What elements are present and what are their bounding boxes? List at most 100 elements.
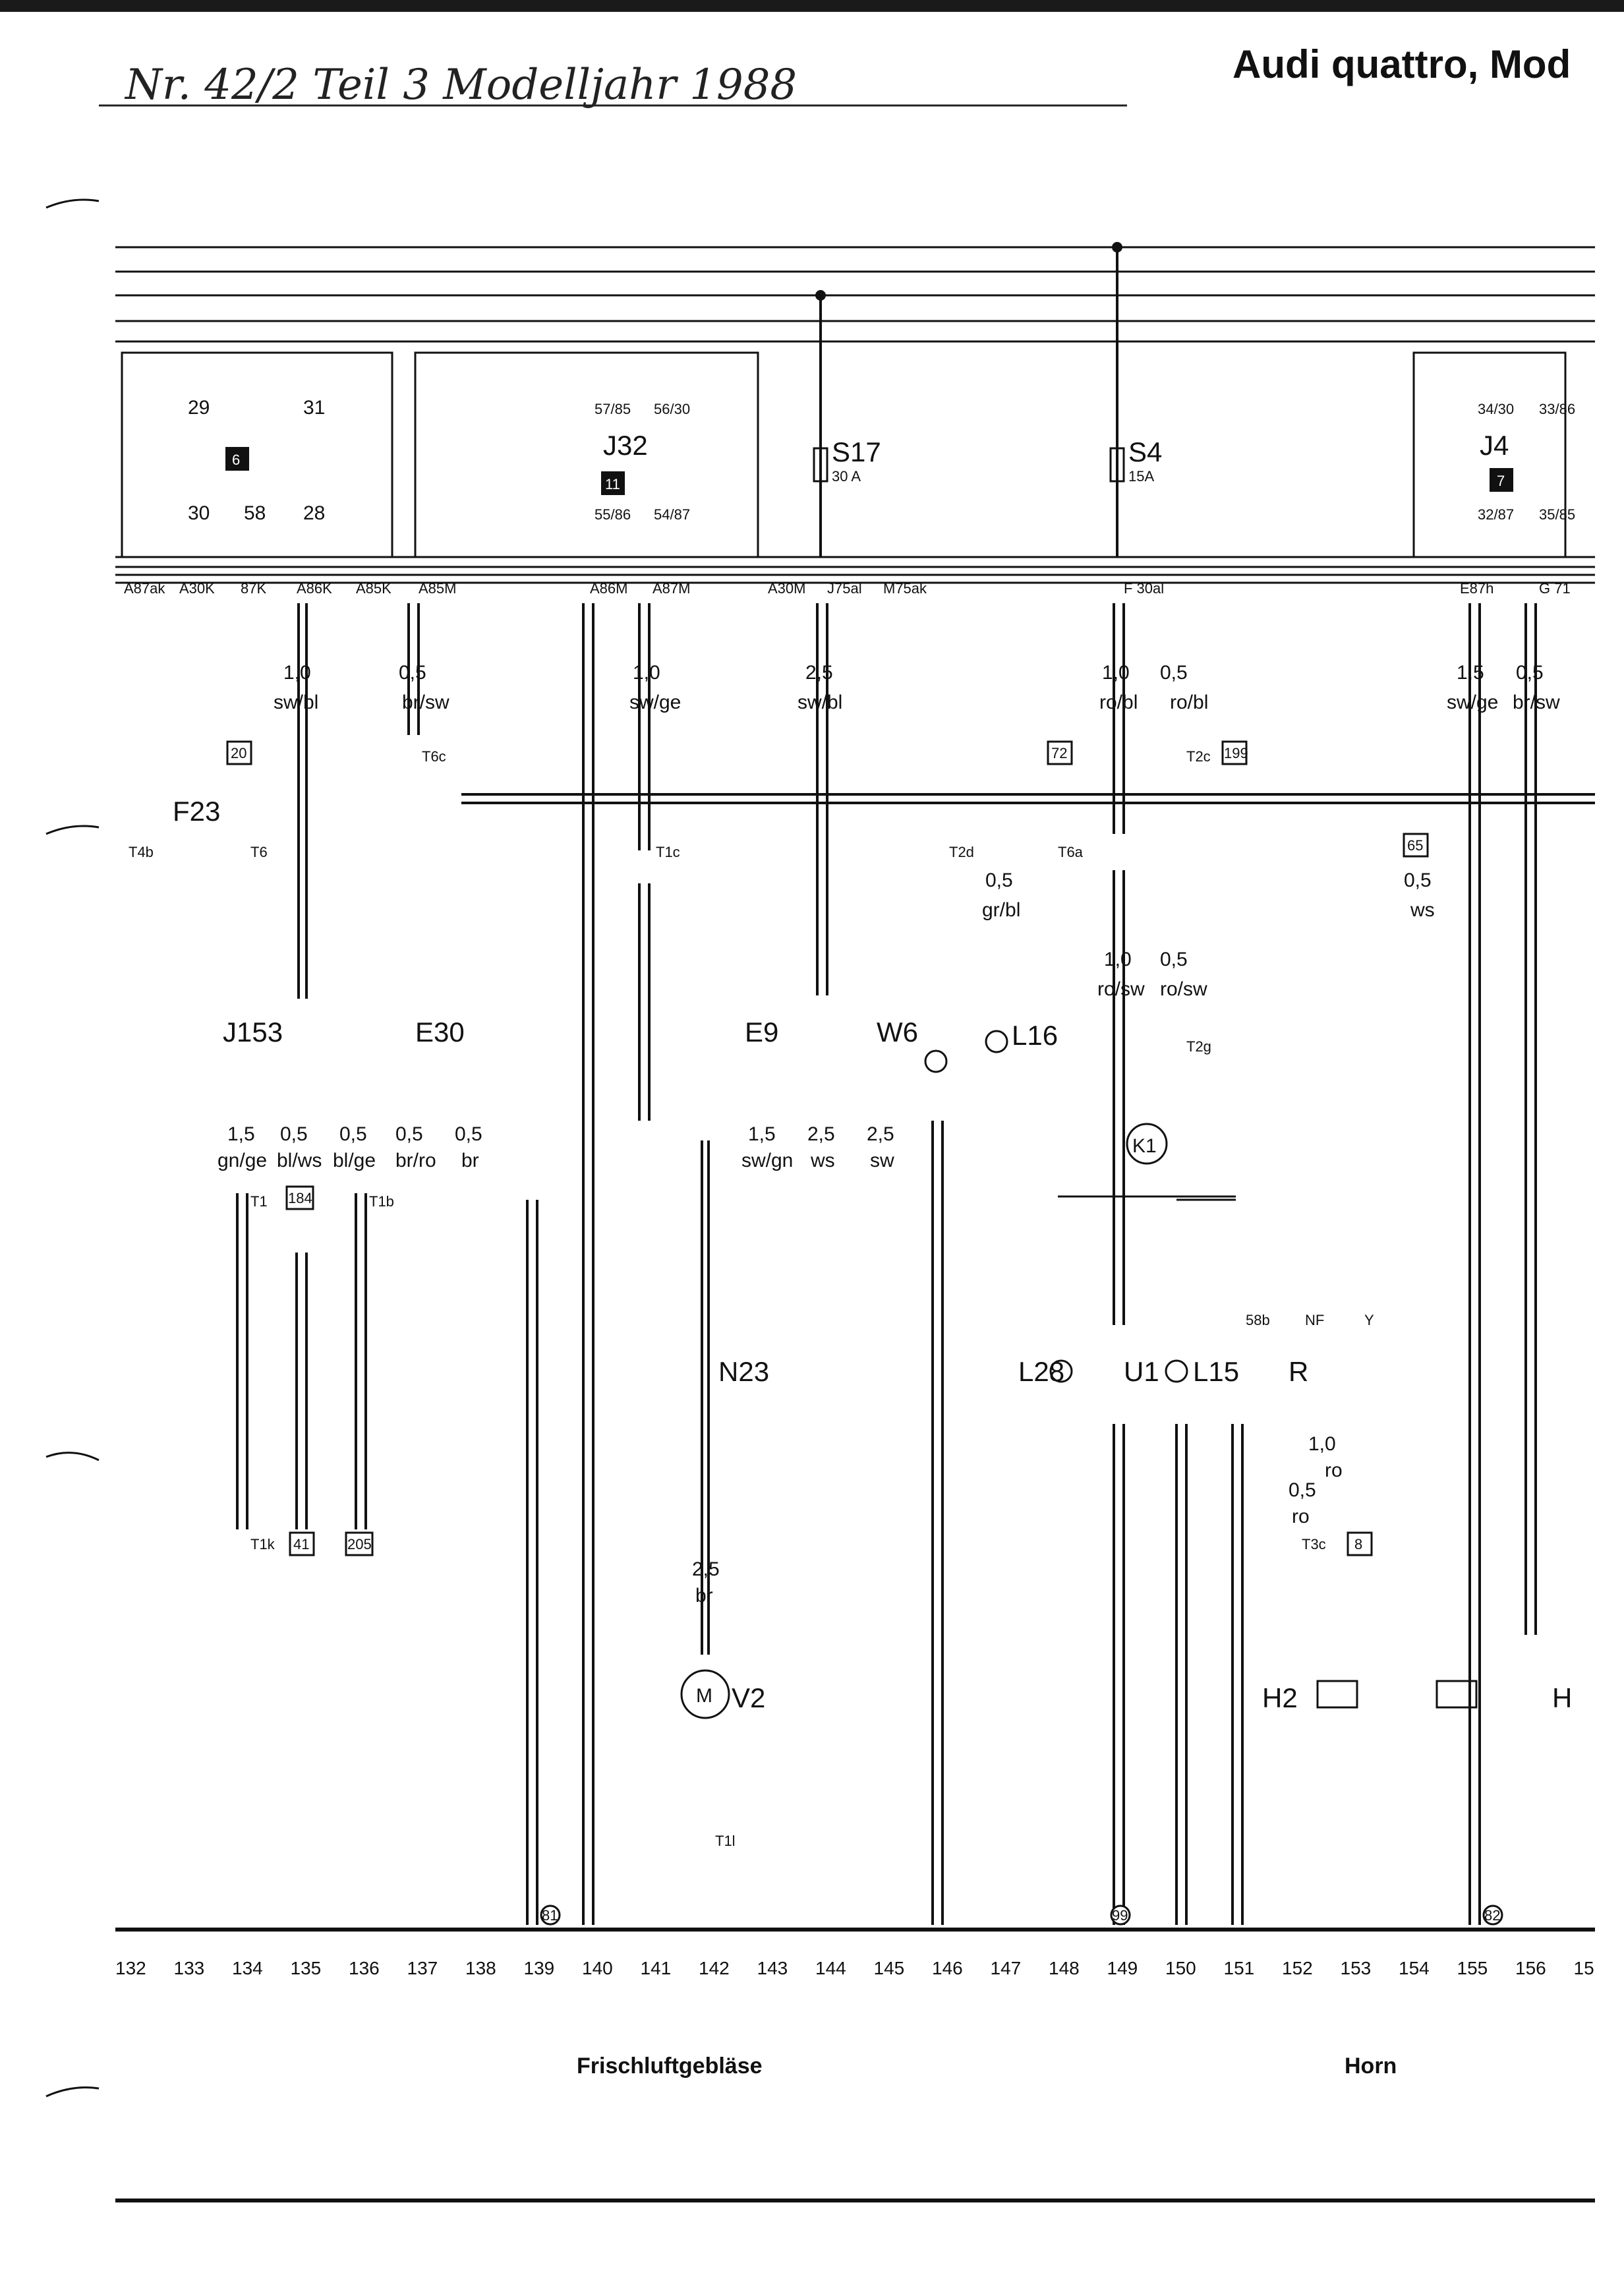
svg-text:99: 99 <box>1112 1907 1128 1924</box>
ref-box-6 <box>225 447 249 471</box>
column-number: 151 <box>1224 1958 1255 1978</box>
ref-184: 184 <box>288 1190 312 1206</box>
svg-text:2,5: 2,5 <box>807 1123 835 1145</box>
section-horn: Horn <box>1345 2053 1397 2079</box>
svg-text:0,5: 0,5 <box>1516 662 1544 684</box>
pin-32-87: 32/87 <box>1478 506 1514 523</box>
connector-labels: T6c T4b T6 T1c T2d T6a T2c T2g T1 T1b T1… <box>129 748 1326 1849</box>
svg-text:F 30al: F 30al <box>1124 580 1164 597</box>
column-number: 142 <box>699 1958 730 1978</box>
svg-text:sw/bl: sw/bl <box>274 692 318 713</box>
column-number: 154 <box>1399 1958 1430 1978</box>
svg-text:2,5: 2,5 <box>867 1123 894 1145</box>
svg-text:1,0: 1,0 <box>1104 949 1132 970</box>
ref-205: 205 <box>347 1536 372 1552</box>
pin-58: 58 <box>244 502 266 524</box>
label-J153: J153 <box>223 1017 283 1048</box>
label-W6: W6 <box>877 1017 918 1048</box>
svg-text:T1b: T1b <box>369 1193 394 1210</box>
svg-text:6: 6 <box>232 452 240 468</box>
terminal-labels: A87ak A30K 87K A86K A85K A85M A86M A87M … <box>124 580 1571 597</box>
svg-text:NF: NF <box>1305 1312 1324 1328</box>
svg-text:br: br <box>695 1585 713 1607</box>
svg-text:M: M <box>696 1685 712 1707</box>
column-number: 143 <box>757 1958 788 1978</box>
ref-8: 8 <box>1354 1536 1362 1552</box>
svg-text:82: 82 <box>1484 1907 1500 1924</box>
section-frischluftgeblaese: Frischluftgebläse <box>577 2053 763 2079</box>
handwritten-note: Nr. 42/2 Teil 3 Modelljahr 1988 <box>124 61 797 109</box>
column-number: 139 <box>524 1958 555 1978</box>
ref-65: 65 <box>1407 837 1423 854</box>
pin-34-30: 34/30 <box>1478 401 1514 417</box>
svg-text:T2g: T2g <box>1186 1038 1211 1055</box>
svg-text:E87h: E87h <box>1460 580 1494 597</box>
column-number: 153 <box>1341 1958 1372 1978</box>
svg-text:T1l: T1l <box>715 1833 736 1849</box>
lamp-L15 <box>1165 1359 1188 1383</box>
svg-text:1,0: 1,0 <box>633 662 660 684</box>
pin-35-85: 35/85 <box>1539 506 1575 523</box>
svg-text:bl/ws: bl/ws <box>277 1150 322 1171</box>
pin-55-86: 55/86 <box>594 506 631 523</box>
label-L15: L15 <box>1193 1356 1239 1387</box>
svg-text:T2d: T2d <box>949 844 974 860</box>
ref-20: 20 <box>231 745 246 761</box>
svg-text:58b: 58b <box>1246 1312 1270 1328</box>
relay-J4: J4 <box>1480 430 1509 461</box>
svg-text:T4b: T4b <box>129 844 154 860</box>
column-number: 137 <box>407 1958 438 1978</box>
ground-refs: 81 99 82 <box>540 1904 1503 1926</box>
svg-text:0,5: 0,5 <box>455 1123 482 1145</box>
label-V2: V2 <box>732 1682 765 1713</box>
label-F23: F23 <box>173 796 220 827</box>
svg-text:sw/bl: sw/bl <box>798 692 842 713</box>
label-H: H <box>1552 1682 1572 1713</box>
svg-text:0,5: 0,5 <box>985 870 1013 891</box>
pin-56-30: 56/30 <box>654 401 690 417</box>
svg-text:0,5: 0,5 <box>1404 870 1432 891</box>
svg-text:A86K: A86K <box>297 580 332 597</box>
svg-text:A30M: A30M <box>768 580 805 597</box>
column-number: 149 <box>1107 1958 1138 1978</box>
column-number: 135 <box>291 1958 322 1978</box>
label-R: R <box>1289 1356 1308 1387</box>
svg-text:7: 7 <box>1497 473 1505 489</box>
pin-28: 28 <box>303 502 325 524</box>
component-symbols: M <box>115 1030 1595 2202</box>
label-E30: E30 <box>415 1017 465 1048</box>
svg-text:1,5: 1,5 <box>1457 662 1484 684</box>
svg-text:sw/ge: sw/ge <box>1447 692 1498 713</box>
fuse-S17: S17 <box>832 436 881 467</box>
pin-30: 30 <box>188 502 210 524</box>
svg-text:gn/ge: gn/ge <box>218 1150 267 1171</box>
svg-text:Y: Y <box>1364 1312 1374 1328</box>
wire-labels: 1,0sw/bl 0,5br/sw 1,0sw/ge 2,5sw/bl 1,0r… <box>218 662 1560 1607</box>
reference-boxes: 20 72 199 65 184 41 205 8 <box>226 740 1429 1556</box>
column-number: 150 <box>1165 1958 1196 1978</box>
svg-text:2,5: 2,5 <box>692 1558 720 1580</box>
svg-text:gr/bl: gr/bl <box>982 899 1020 921</box>
column-number: 156 <box>1515 1958 1546 1978</box>
column-number: 138 <box>465 1958 496 1978</box>
page-title: Audi quattro, Mod <box>1232 42 1571 86</box>
svg-text:T1c: T1c <box>656 844 680 860</box>
svg-text:ro/sw: ro/sw <box>1097 978 1145 1000</box>
label-L28: L28 <box>1018 1356 1064 1387</box>
fuse-S4-rating: 15A <box>1128 468 1154 485</box>
svg-text:0,5: 0,5 <box>280 1123 308 1145</box>
ref-box-7 <box>1490 468 1513 492</box>
ref-199: 199 <box>1224 745 1248 761</box>
svg-text:br/ro: br/ro <box>395 1150 436 1171</box>
svg-text:0,5: 0,5 <box>1160 949 1188 970</box>
svg-text:87K: 87K <box>241 580 266 597</box>
svg-text:0,5: 0,5 <box>1289 1479 1316 1501</box>
ref-72: 72 <box>1051 745 1067 761</box>
column-number: 148 <box>1049 1958 1080 1978</box>
lamp-W6 <box>924 1049 948 1073</box>
top-bus-lines <box>115 246 1595 584</box>
svg-text:T6: T6 <box>250 844 268 860</box>
svg-text:ws: ws <box>1410 899 1435 921</box>
